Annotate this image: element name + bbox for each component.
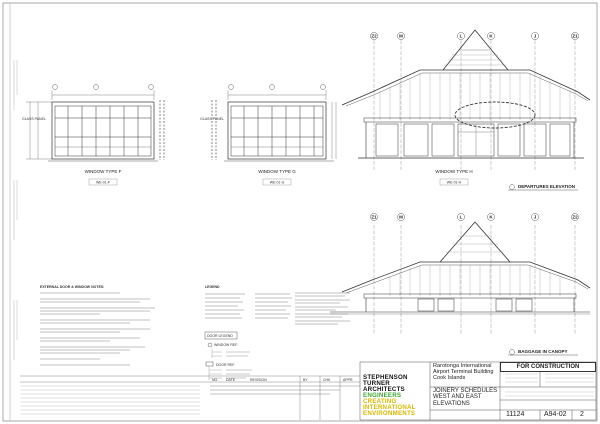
project-line-1: Rarotonga International	[433, 363, 492, 369]
drawing-title-line-2: WEST AND EAST	[433, 394, 482, 401]
grid-bubble-labels-bottom: Z1 M L K J Z2	[371, 215, 578, 220]
window-type-f	[26, 90, 165, 162]
svg-text:NO.: NO.	[212, 378, 218, 382]
project-name: Rarotonga International Airport Terminal…	[433, 363, 499, 381]
svg-text:M: M	[399, 215, 403, 220]
svg-text:M: M	[399, 34, 403, 39]
grid-bubbles-top	[370, 32, 579, 40]
svg-text:DOOR REF.: DOOR REF.	[216, 363, 235, 367]
svg-text:L: L	[460, 215, 463, 220]
grid-markers-g	[228, 84, 326, 90]
firm-line-6: INTERNATIONAL	[363, 404, 416, 411]
window-type-h-label: WINDOW TYPE H	[435, 169, 472, 174]
svg-text:K: K	[489, 215, 493, 220]
window-type-h-ref: WE-01-H	[447, 181, 462, 185]
baggage-canopy-label: BAGGAGE IN CANOPY	[518, 349, 568, 354]
window-type-f-ref: WE-01-F	[96, 181, 110, 185]
svg-text:L: L	[460, 34, 463, 39]
window-type-g-ref: WE-01-G	[270, 181, 285, 185]
svg-text:REVISION: REVISION	[250, 378, 267, 382]
drawing-number: A94-02	[544, 411, 567, 418]
firm-line-5: CREATING	[363, 398, 397, 405]
job-number: 11124	[506, 411, 525, 418]
drawing-title-line-3: ELEVATIONS	[433, 400, 470, 407]
firm-line-7: ENVIRONMENTS	[363, 410, 416, 417]
svg-text:Z2: Z2	[572, 215, 578, 220]
svg-text:DATE: DATE	[226, 378, 236, 382]
project-line-2: Airport Terminal Building	[433, 368, 494, 375]
firm-logo: STEPHENSON TURNER ARCHITECTS ENGINEERS C…	[363, 374, 429, 420]
drawing-title: JOINERY SCHEDULES WEST AND EAST ELEVATIO…	[433, 388, 499, 407]
svg-text:CHK: CHK	[323, 378, 331, 382]
glass-panel-note-g: GLASS PANEL	[200, 117, 224, 121]
svg-text:K: K	[489, 34, 493, 39]
external-notes-block: EXTERNAL DOOR & WINDOW NOTES:	[40, 285, 155, 366]
for-construction-text: FOR CONSTRUCTION	[516, 364, 580, 370]
firm-line-2: TURNER	[363, 380, 390, 387]
grid-markers-f	[52, 84, 154, 90]
window-type-f-label: WINDOW TYPE F	[85, 169, 122, 174]
svg-text:Z2: Z2	[371, 34, 377, 39]
svg-text:Z1: Z1	[371, 215, 377, 220]
drawing-title-line-1: JOINERY SCHEDULES	[433, 388, 498, 394]
svg-text:LEGEND: LEGEND	[205, 285, 220, 289]
svg-text:WINDOW REF.: WINDOW REF.	[214, 343, 238, 347]
for-construction-banner: FOR CONSTRUCTION	[500, 362, 596, 372]
grid-bubbles-bottom	[370, 213, 579, 221]
grid-bubble-labels-top: Z2 M L K J Z1	[371, 34, 578, 39]
firm-line-3: ARCHITECTS	[363, 386, 405, 393]
revision-number: 2	[580, 411, 584, 418]
svg-text:J: J	[534, 34, 537, 39]
departures-elevation-label: DEPARTURES ELEVATION	[518, 184, 575, 189]
revision-table	[20, 375, 360, 420]
svg-text:EXTERNAL DOOR & WINDOW NOTES:: EXTERNAL DOOR & WINDOW NOTES:	[40, 285, 104, 289]
baggage-elevation	[330, 221, 591, 335]
firm-line-4: ENGINEERS	[363, 392, 402, 399]
departures-elevation	[341, 29, 591, 170]
glass-panel-note-f: GLASS PANEL	[22, 117, 46, 121]
firm-line-1: STEPHENSON	[363, 374, 408, 381]
svg-text:DOOR LEGEND: DOOR LEGEND	[207, 334, 233, 338]
project-line-3: Cook Islands	[433, 374, 466, 381]
svg-text:Z1: Z1	[572, 34, 578, 39]
window-type-g-label: WINDOW TYPE G	[258, 169, 296, 174]
legend-block: LEGEND DOOR LEGEND WINDOW REF.	[204, 285, 350, 380]
svg-text:J: J	[534, 215, 537, 220]
window-type-g	[211, 90, 337, 162]
side-notes	[13, 60, 18, 360]
revision-table-header: NO. DATE REVISION BY CHK APPR	[212, 378, 353, 382]
title-block-frame	[359, 361, 597, 421]
svg-text:APPR: APPR	[343, 378, 353, 382]
svg-text:BY: BY	[303, 378, 308, 382]
